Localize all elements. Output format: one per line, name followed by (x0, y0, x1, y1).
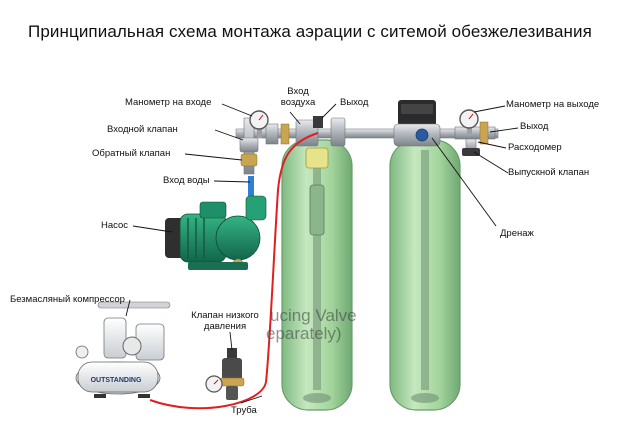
compressor (75, 301, 171, 398)
watermark-line2: eparately) (266, 324, 342, 343)
inlet-assembly (239, 117, 259, 196)
control-valve-head (393, 100, 441, 147)
label-check-valve: Обратный клапан (92, 148, 171, 159)
top-pipe (235, 116, 499, 147)
label-low-pressure-valve: Клапан низкого давления (191, 310, 259, 332)
label-outlet-right: Выход (520, 121, 549, 132)
pressure-regulator (205, 348, 245, 400)
watermark-line1: ucing Valve (270, 306, 357, 325)
pump (165, 195, 267, 270)
deferrization-tank (389, 139, 461, 411)
gauge-inlet (249, 110, 269, 138)
label-air-inlet: Вход воздуха (280, 86, 316, 108)
label-compressor: Безмасляный компрессор (10, 294, 125, 305)
label-flowmeter: Расходомер (508, 142, 562, 153)
air-hose (149, 132, 319, 410)
aeration-tank (281, 139, 353, 411)
label-drain-valve: Выпускной клапан (508, 167, 590, 178)
page-title: Принципиальная схема монтажа аэрации с с… (28, 22, 592, 41)
leader-lines (125, 103, 519, 404)
gauge-outlet (459, 109, 479, 134)
label-outlet-top: Выход (340, 97, 369, 108)
label-drain: Дренаж (500, 228, 534, 239)
label-pipe: Труба (231, 405, 257, 416)
label-gauge-inlet: Манометр на входе (125, 97, 212, 108)
label-gauge-outlet: Манометр на выходе (506, 99, 600, 110)
label-inlet-valve: Входной клапан (107, 124, 178, 135)
compressor-brand: OUTSTANDING (91, 377, 142, 384)
label-pump: Насос (101, 220, 129, 231)
label-water-inlet: Вход воды (163, 175, 210, 186)
outlet-assembly (454, 121, 496, 156)
